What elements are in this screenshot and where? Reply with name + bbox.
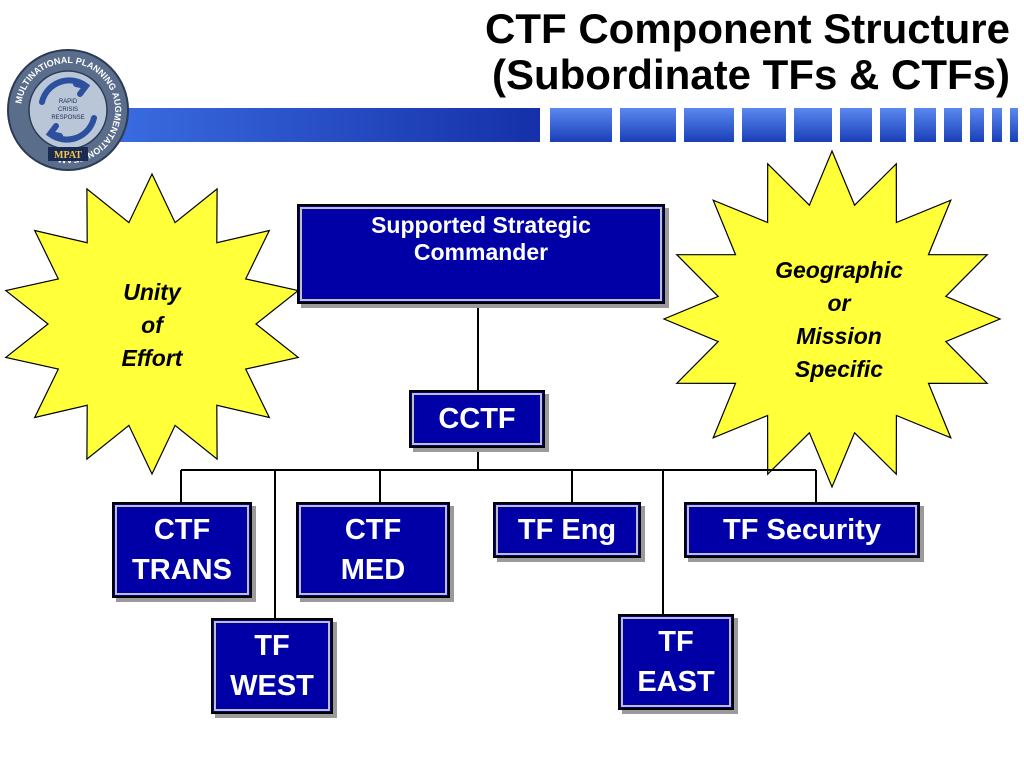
logo-center-line-3: RESPONSE <box>51 115 84 121</box>
starburst-left-label: Unity of Effort <box>121 279 183 371</box>
slide-title-line-2: (Subordinate TFs & CTFs) <box>492 51 1010 98</box>
box-ctf-med: CTF MED <box>296 502 450 598</box>
starburst-geographic-or-mission <box>662 149 1002 489</box>
logo-center-line-2: CRISIS <box>58 107 78 113</box>
banner-blocks <box>550 108 1018 142</box>
box-ctf-trans: CTF TRANS <box>112 502 252 598</box>
slide-title-line-1: CTF Component Structure <box>485 5 1010 52</box>
starburst-right-label: Geographic or Mission Specific <box>775 257 903 382</box>
org-connectors <box>180 304 817 618</box>
box-tf-eng: TF Eng <box>493 502 641 558</box>
header-banner <box>120 108 1018 142</box>
starburst-unity-of-effort <box>4 172 300 476</box>
logo-center-line-1: RAPID <box>59 99 78 105</box>
box-tf-west: TF WEST <box>211 618 333 714</box>
box-cctf: CCTF <box>409 390 545 448</box>
box-tf-east: TF EAST <box>618 614 734 710</box>
mpat-logo: MULTINATIONAL PLANNING AUGMENTATION TEAM… <box>7 49 129 171</box>
box-tf-security: TF Security <box>684 502 920 558</box>
logo-badge: MPAT <box>54 150 82 161</box>
banner-bar <box>120 108 540 142</box>
box-supported-strategic-commander: Supported Strategic Commander <box>297 204 665 304</box>
slide-title: CTF Component Structure (Subordinate TFs… <box>485 6 1010 98</box>
